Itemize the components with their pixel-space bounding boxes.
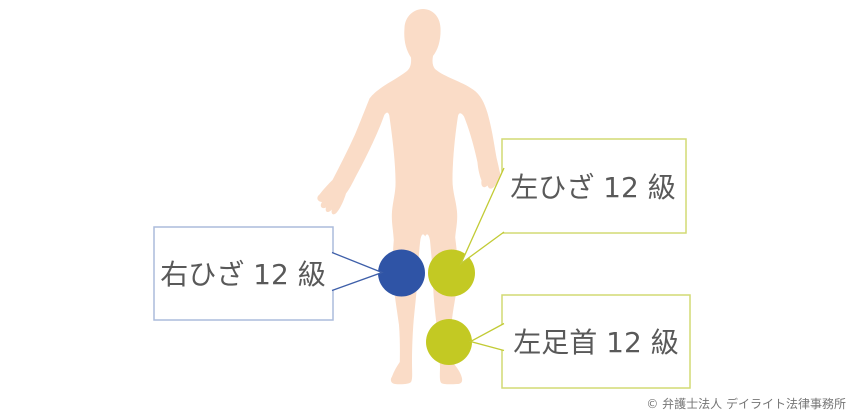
right-knee-marker	[378, 249, 425, 297]
left-knee-label-box	[501, 138, 687, 234]
left-ankle-pointer	[468, 322, 505, 352]
left-knee-pointer	[459, 167, 505, 266]
copyright-text: © 弁護士法人 デイライト法律事務所	[646, 396, 846, 411]
right-knee-pointer	[331, 251, 384, 292]
body-silhouette	[317, 9, 502, 385]
left-ankle-marker	[426, 319, 472, 365]
right-knee-label: 右ひざ 12 級	[160, 258, 325, 291]
left-knee-label: 左ひざ 12 級	[510, 171, 675, 204]
left-ankle-label: 左足首 12 級	[513, 326, 678, 359]
